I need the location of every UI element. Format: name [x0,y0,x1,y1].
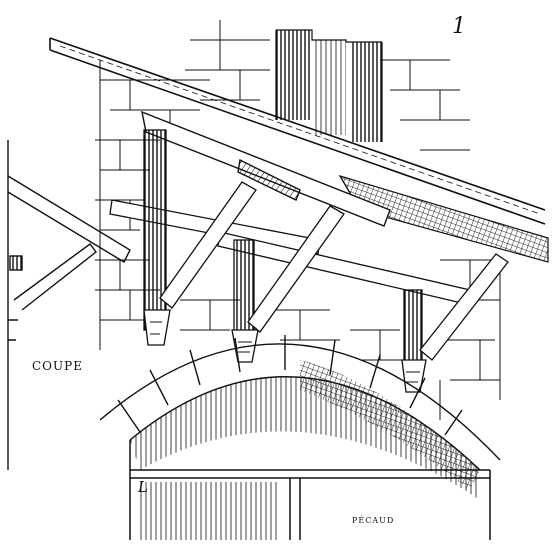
vault-interior [130,360,480,500]
section-drawing [7,140,131,470]
section-label: COUPE [32,359,83,373]
diagonal-struts [159,181,509,361]
main-roof-eave [49,37,546,225]
figure-number: 1 [452,14,466,39]
corner-mark: L [138,478,148,496]
timber-posts [143,129,427,393]
door-opening-shadow [140,482,280,540]
artist-signature: PÉCAUD [352,516,395,525]
canopy-beam [141,110,391,227]
masonry-wall [95,20,501,420]
door-lintel [129,440,491,540]
chimney-shaft [275,29,383,142]
